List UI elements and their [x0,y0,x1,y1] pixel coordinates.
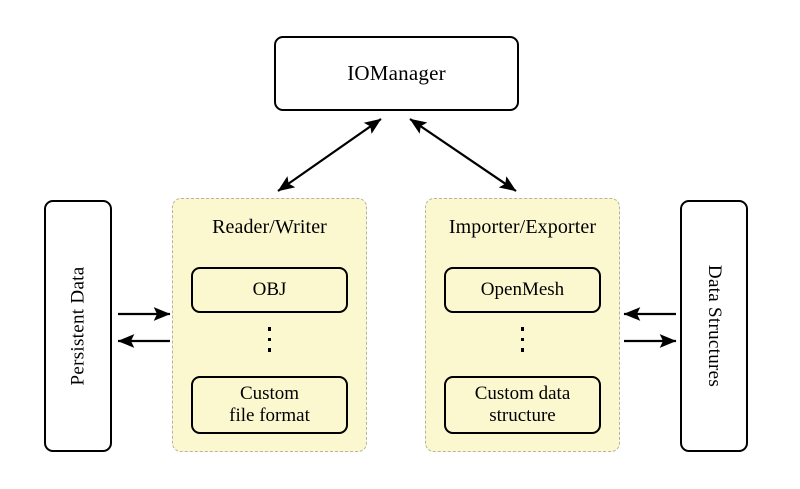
item-custom-file-format[interactable]: Custom file format [191,376,348,434]
item-obj[interactable]: OBJ [191,267,348,313]
ellipsis-dot [520,348,525,352]
arrow-manager-readerwriter [277,118,382,192]
ellipsis-dot [267,327,272,331]
item-custom-data-structure-label: Custom data structure [475,383,571,428]
item-custom-file-format-line2: file format [229,405,310,426]
ellipsis-dot [520,327,525,331]
io-manager-node[interactable]: IOManager [274,36,519,111]
ellipsis-reader-writer [173,327,366,352]
item-openmesh[interactable]: OpenMesh [444,267,601,313]
io-manager-label: IOManager [347,61,446,85]
group-importer-exporter-title: Importer/Exporter [448,216,597,238]
item-obj-label: OBJ [252,278,287,300]
ellipsis-dot [520,337,525,341]
item-custom-data-structure[interactable]: Custom data structure [444,376,601,434]
arrow-manager-importerexporter [409,118,517,192]
item-custom-file-format-label: Custom file format [229,383,310,428]
data-structures-node[interactable]: Data Structures [680,200,748,452]
ellipsis-dot [267,348,272,352]
persistent-data-node[interactable]: Persistent Data [44,200,112,452]
item-custom-data-structure-line1: Custom data [474,382,571,404]
ellipsis-importer-exporter [426,327,619,352]
item-openmesh-label: OpenMesh [480,278,565,300]
data-structures-label: Data Structures [704,264,725,388]
group-reader-writer-title: Reader/Writer [212,216,327,238]
item-custom-file-format-line1: Custom [239,382,300,404]
ellipsis-dot [267,337,272,341]
group-importer-exporter[interactable]: Importer/Exporter OpenMesh Custom data s… [425,198,620,452]
persistent-data-label: Persistent Data [67,266,89,386]
item-custom-data-structure-line2: structure [489,405,556,426]
group-reader-writer[interactable]: Reader/Writer OBJ Custom file format [172,198,367,452]
